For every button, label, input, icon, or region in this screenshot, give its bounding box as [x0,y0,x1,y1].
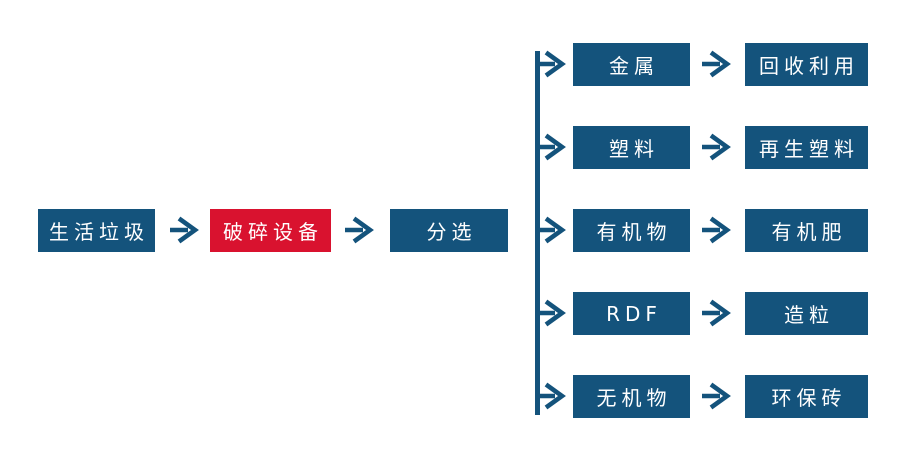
flow-arrow-icon [702,50,731,78]
branch-result-node: 回收利用 [745,43,868,86]
branch-source-node: 无机物 [573,375,690,418]
flow-arrow-icon [702,133,731,161]
branch-source-node: 有机物 [573,209,690,252]
node-crushing-equipment: 破碎设备 [210,209,331,252]
branch-arrow-icon [537,299,566,327]
flow-arrow-icon [345,216,374,244]
branch-arrow-icon [537,216,566,244]
branch-result-node: 有机肥 [745,209,868,252]
branch-result-node: 再生塑料 [745,126,868,169]
flow-arrow-icon [702,299,731,327]
branch-result-node: 环保砖 [745,375,868,418]
branch-source-node: 塑料 [573,126,690,169]
branch-result-node: 造粒 [745,292,868,335]
flow-arrow-icon [170,216,199,244]
branch-arrow-icon [537,133,566,161]
flow-arrow-icon [702,216,731,244]
branch-arrow-icon [537,50,566,78]
node-sorting: 分选 [390,209,508,252]
flow-arrow-icon [702,382,731,410]
node-household-waste: 生活垃圾 [38,209,155,252]
branch-source-node: RDF [573,292,690,335]
branch-trunk-line [535,51,540,415]
branch-arrow-icon [537,382,566,410]
branch-source-node: 金属 [573,43,690,86]
